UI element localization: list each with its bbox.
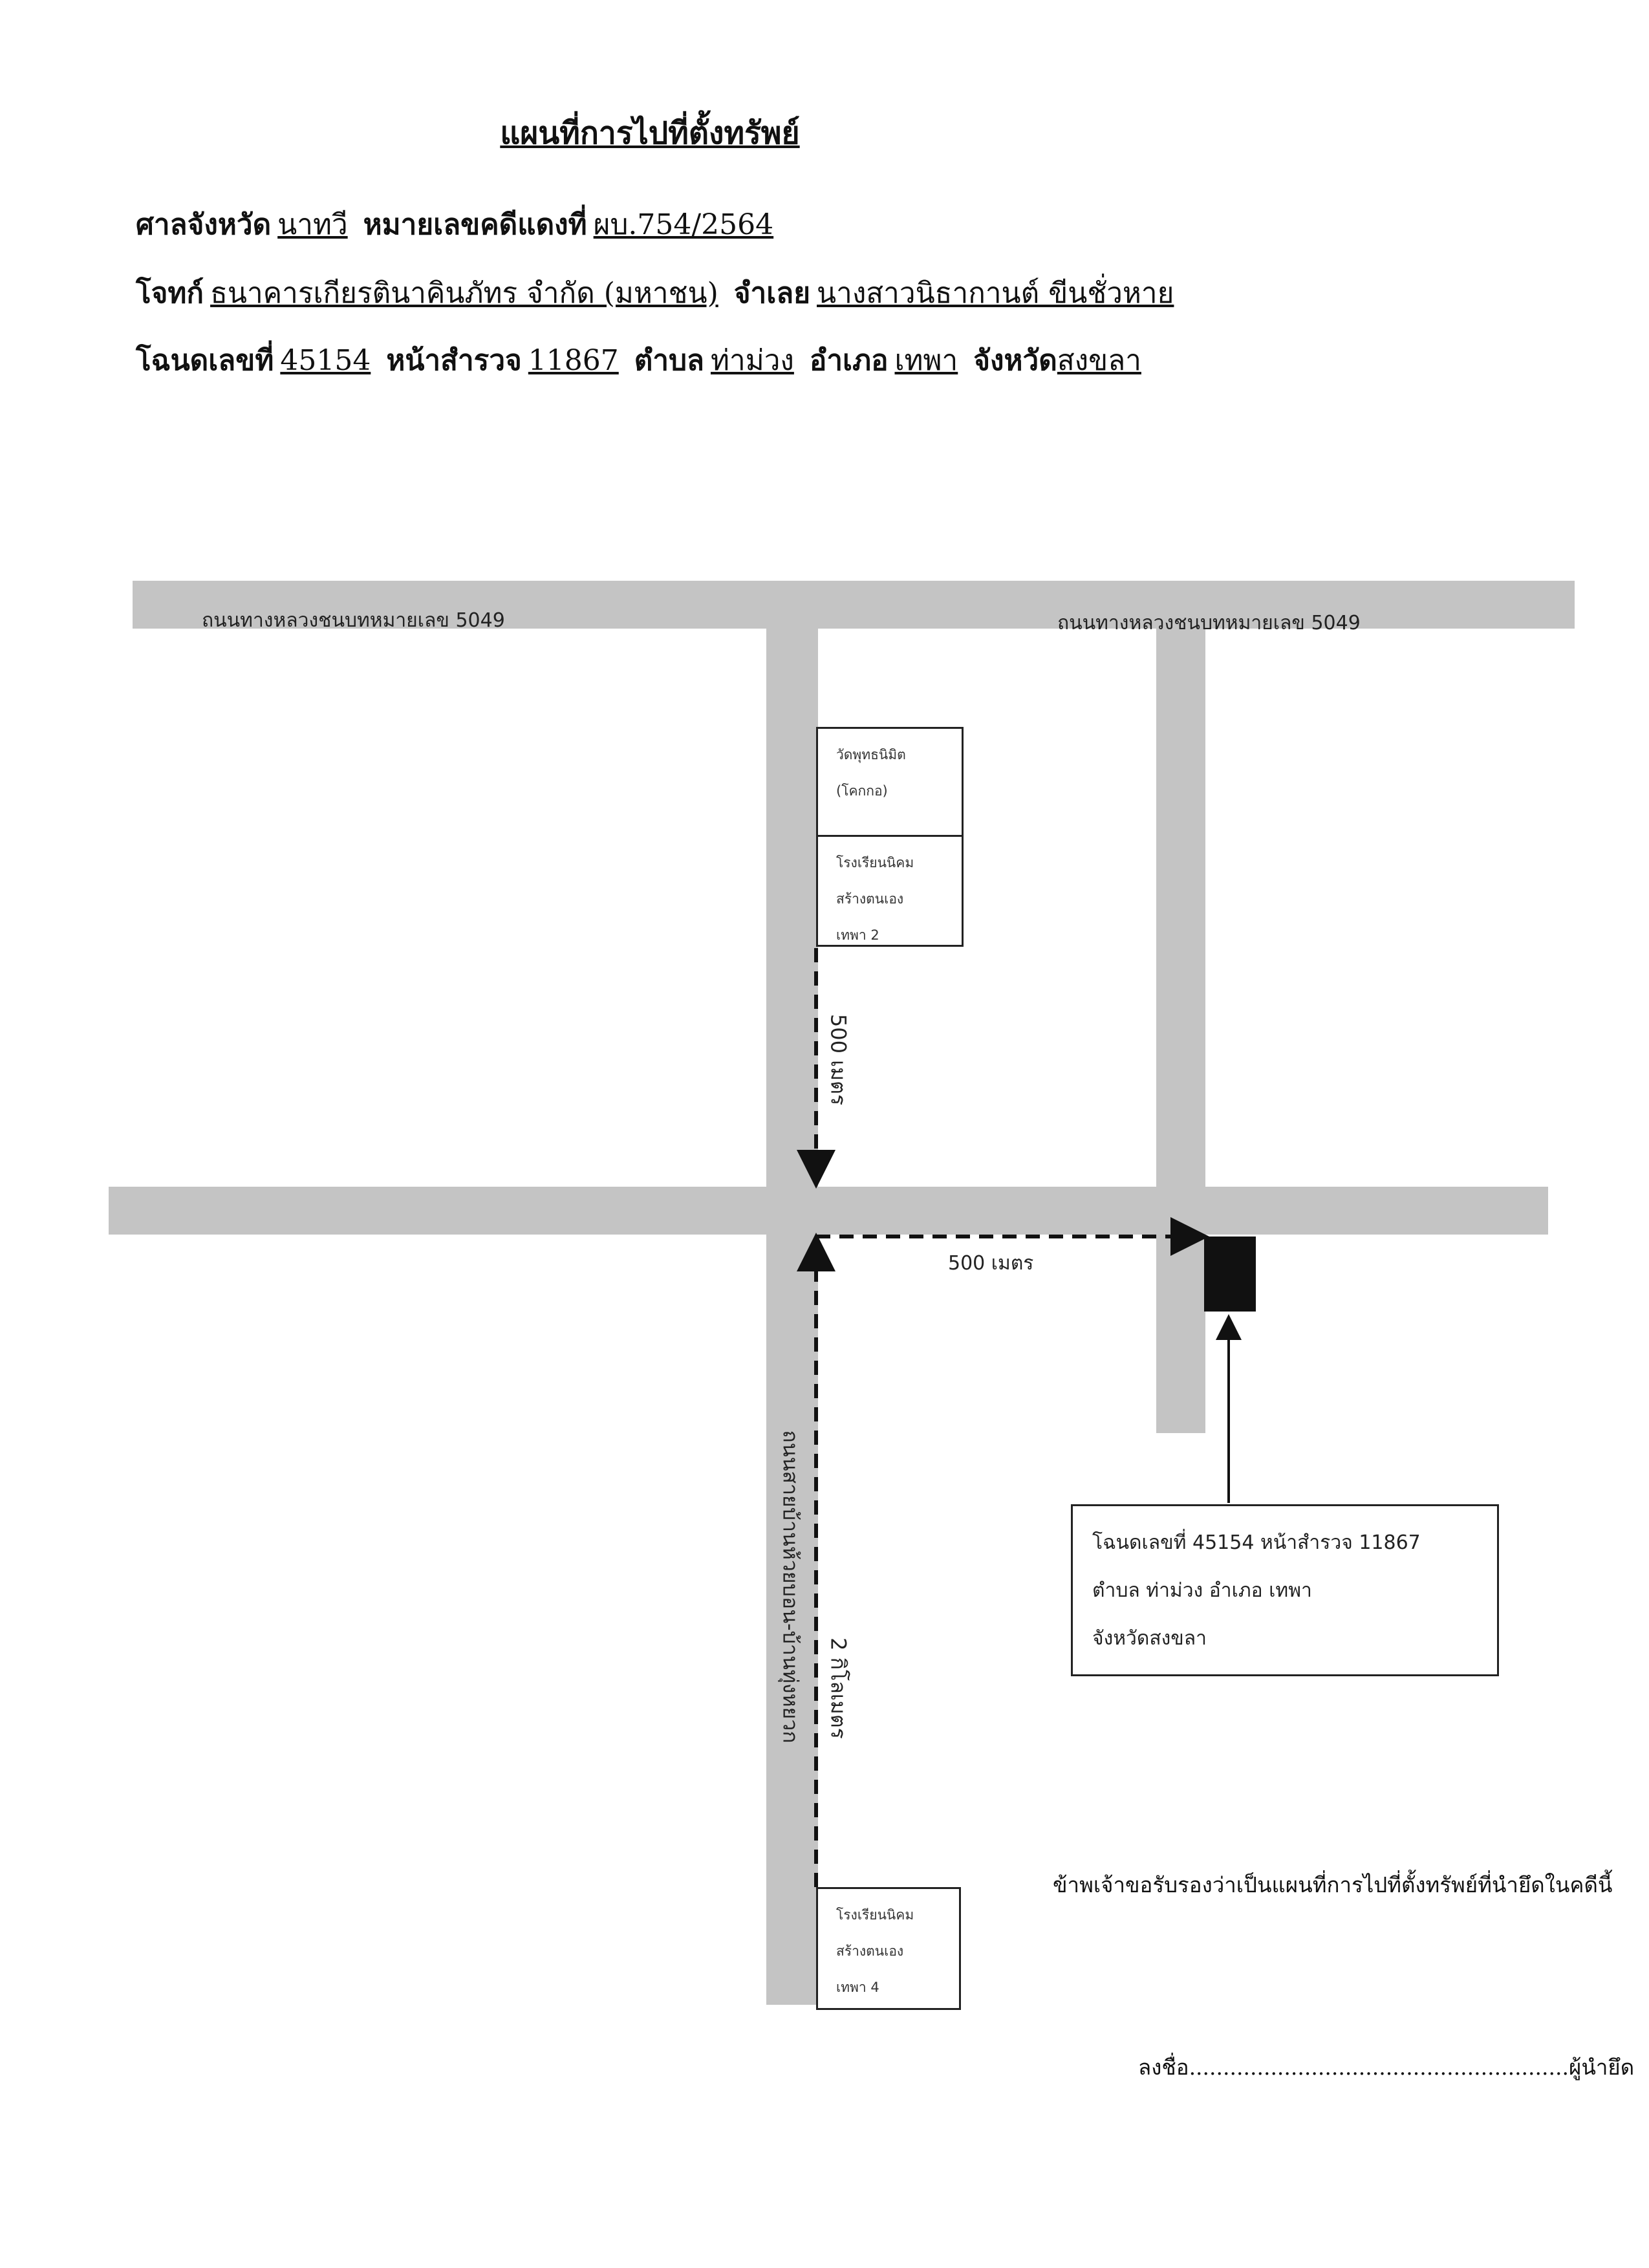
province-label: จังหวัด: [973, 344, 1057, 377]
main-vertical-road: [766, 627, 818, 2005]
case-value: ผบ.754/2564: [593, 208, 774, 241]
defendant-value: นางสาวนิธากานต์ ขีนชั่วหาย: [817, 277, 1174, 310]
school-4-label: โรงเรียนนิคม สร้างตนเอง เทพา 4: [836, 1907, 914, 1995]
distance-south-label: 2 กิโลเมตร: [826, 1637, 851, 1739]
school-4-box: โรงเรียนนิคม สร้างตนเอง เทพา 4: [816, 1887, 961, 2010]
page-title: แผนที่การไปที่ตั้งทรัพย์: [500, 115, 800, 151]
sign-suffix: ผู้นำยึด: [1569, 2055, 1635, 2080]
school-2-label: โรงเรียนนิคม สร้างตนเอง เทพา 2: [836, 855, 914, 943]
property-info-text: โฉนดเลขที่ 45154 หน้าสำรวจ 11867 ตำบล ท่…: [1092, 1531, 1421, 1650]
deed-value: 45154: [280, 344, 371, 377]
case-label: หมายเลขคดีแดงที่: [363, 208, 587, 241]
plaintiff-value: ธนาคารเกียรตินาคินภัทร จำกัด (มหาชน): [210, 277, 718, 310]
subdistrict-label: ตำบล: [634, 344, 704, 377]
sign-prefix: ลงชื่อ: [1138, 2055, 1189, 2080]
subdistrict-value: ท่าม่วง: [710, 344, 794, 377]
survey-value: 11867: [528, 344, 619, 377]
certification-text: ข้าพเจ้าขอรับรองว่าเป็นแผนที่การไปที่ตั้…: [1053, 1872, 1613, 1897]
property-marker: [1204, 1237, 1256, 1312]
signature-line: ลงชื่อ..................................…: [1138, 2050, 1634, 2084]
court-line: ศาลจังหวัดนาทวี หมายเลขคดีแดงที่ผบ.754/2…: [136, 202, 780, 247]
court-value: นาทวี: [277, 208, 348, 241]
distance-north-label: 500 เมตร: [826, 1013, 851, 1106]
defendant-label: จำเลย: [733, 277, 811, 310]
province-value: สงขลา: [1057, 344, 1141, 377]
plaintiff-label: โจทก์: [136, 277, 204, 310]
court-label: ศาลจังหวัด: [136, 208, 272, 241]
district-label: อำเภอ: [809, 344, 889, 377]
middle-road: [109, 1187, 1548, 1235]
district-value: เทพา: [894, 344, 958, 377]
parties-line: โจทก์ธนาคารเกียรตินาคินภัทร จำกัด (มหาชน…: [136, 270, 1180, 316]
distance-east-label: 500 เมตร: [948, 1252, 1034, 1275]
property-info-box: โฉนดเลขที่ 45154 หน้าสำรวจ 11867 ตำบล ท่…: [1071, 1504, 1499, 1676]
top-road: [133, 581, 1575, 629]
sign-dots: ........................................…: [1189, 2055, 1569, 2080]
side-vertical-road: [1156, 627, 1205, 1433]
survey-label: หน้าสำรวจ: [386, 344, 522, 377]
deed-label: โฉนดเลขที่: [136, 344, 274, 377]
temple-label: วัดพุทธนิมิต (โคกกอ): [818, 729, 962, 837]
top-road-label-right: ถนนทางหลวงชนบทหมายเลข 5049: [1057, 612, 1361, 634]
top-road-label-left: ถนนทางหลวงชนบทหมายเลข 5049: [202, 609, 505, 632]
landmark-box-north: วัดพุทธนิมิต (โคกกอ) โรงเรียนนิคม สร้างต…: [816, 727, 964, 947]
